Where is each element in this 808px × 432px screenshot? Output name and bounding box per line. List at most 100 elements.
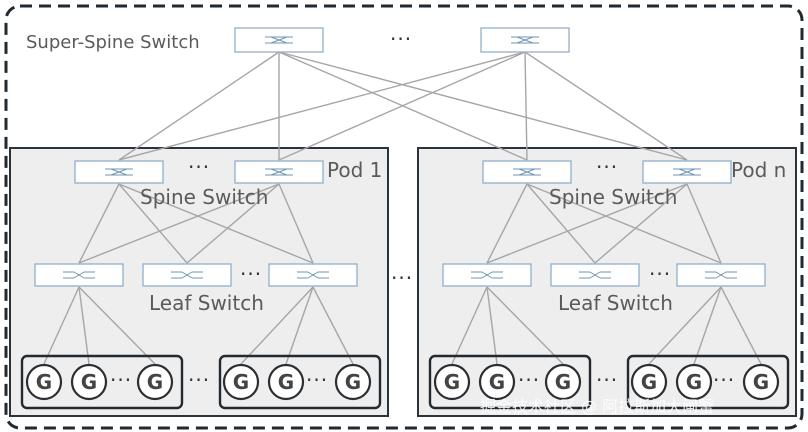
link-line bbox=[278, 183, 314, 264]
spine-switch bbox=[74, 160, 164, 184]
gpu-node: G bbox=[544, 363, 582, 401]
pod-label: Pod n bbox=[731, 158, 786, 182]
network-boundary bbox=[4, 4, 804, 430]
crossed-arrows-icon bbox=[105, 168, 133, 176]
gpu-ellipsis: ··· bbox=[306, 368, 328, 392]
gpu-label: G bbox=[489, 370, 505, 394]
link-line bbox=[486, 286, 564, 365]
leaf-ellipsis: ··· bbox=[649, 262, 671, 286]
gpu-label: G bbox=[36, 370, 52, 394]
gpu-label: G bbox=[233, 370, 249, 394]
gpu-node: G bbox=[267, 363, 305, 401]
link-line bbox=[486, 183, 528, 264]
spine-ellipsis: ··· bbox=[596, 155, 618, 179]
gpu-group-ellipsis: ··· bbox=[188, 368, 210, 392]
leaf-switch bbox=[142, 263, 232, 287]
gpu-ellipsis: ··· bbox=[110, 368, 132, 392]
gpu-node: G bbox=[70, 363, 108, 401]
gpu-group-box bbox=[428, 354, 592, 410]
link-line bbox=[693, 286, 722, 365]
gpu-label: G bbox=[555, 370, 571, 394]
link-line bbox=[186, 183, 280, 264]
pod-label: Pod 1 bbox=[327, 158, 382, 182]
link-line bbox=[118, 183, 314, 264]
network-links bbox=[43, 51, 762, 365]
gpu-label: G bbox=[444, 370, 460, 394]
gpu-node: G bbox=[334, 363, 372, 401]
link-line bbox=[118, 51, 280, 161]
bowtie-switch-icon bbox=[705, 271, 737, 279]
leaf-switch bbox=[676, 263, 766, 287]
link-line bbox=[240, 286, 314, 365]
link-line bbox=[78, 183, 120, 264]
gpu-ellipsis: ··· bbox=[713, 368, 735, 392]
gpu-group-box bbox=[218, 354, 382, 410]
link-line bbox=[78, 183, 280, 264]
super-spine-ellipsis: ··· bbox=[390, 27, 412, 51]
link-line bbox=[118, 51, 526, 161]
pod-n: Pod n Spine Switch ··· Leaf Switch ··· ·… bbox=[518, 155, 786, 392]
spine-switch bbox=[234, 160, 324, 184]
link-line bbox=[285, 286, 314, 365]
super-spine-label: Super-Spine Switch bbox=[26, 32, 200, 53]
link-line bbox=[526, 183, 722, 264]
leaf-switch bbox=[268, 263, 358, 287]
spine-switch-label: Spine Switch bbox=[549, 185, 677, 209]
crossed-arrows-icon bbox=[265, 36, 293, 44]
crossed-arrows-icon bbox=[513, 168, 541, 176]
gpu-node: G bbox=[433, 363, 471, 401]
leaf-switch-label: Leaf Switch bbox=[149, 291, 264, 315]
link-line bbox=[451, 286, 488, 365]
crossed-arrows-icon bbox=[265, 168, 293, 176]
bowtie-switch-icon bbox=[63, 271, 95, 279]
link-line bbox=[486, 183, 688, 264]
gpu-node: G bbox=[478, 363, 516, 401]
gpu-label: G bbox=[147, 370, 163, 394]
bowtie-switch-icon bbox=[471, 271, 503, 279]
link-line bbox=[312, 286, 354, 365]
gpu-node: G bbox=[136, 363, 174, 401]
link-line bbox=[720, 286, 762, 365]
link-line bbox=[43, 286, 80, 365]
link-line bbox=[648, 286, 722, 365]
crossed-arrows-icon bbox=[511, 36, 539, 44]
leaf-switch bbox=[34, 263, 124, 287]
gpu-label: G bbox=[753, 370, 769, 394]
super-spine-switch bbox=[480, 27, 570, 53]
bowtie-switch-icon bbox=[297, 271, 329, 279]
watermark: 掘金技术社区 @ 阿拉斯加大闸蟹 bbox=[480, 397, 714, 416]
link-line bbox=[524, 51, 528, 161]
spine-switch bbox=[482, 160, 572, 184]
gpu-node: G bbox=[25, 363, 63, 401]
leaf-switch bbox=[550, 263, 640, 287]
pod-1: Pod 1 Spine Switch ··· Leaf Switch ··· ·… bbox=[110, 155, 382, 392]
leaf-switch bbox=[442, 263, 532, 287]
gpu-label: G bbox=[81, 370, 97, 394]
bowtie-switch-icon bbox=[171, 271, 203, 279]
crossed-arrows-icon bbox=[673, 168, 701, 176]
link-line bbox=[526, 183, 596, 264]
link-line bbox=[78, 286, 90, 365]
between-pods-ellipsis: ··· bbox=[391, 266, 413, 290]
gpu-ellipsis: ··· bbox=[518, 368, 540, 392]
spine-switch bbox=[642, 160, 732, 184]
leaf-ellipsis: ··· bbox=[240, 262, 262, 286]
link-line bbox=[278, 51, 526, 161]
bowtie-switch-icon bbox=[579, 271, 611, 279]
spine-ellipsis: ··· bbox=[188, 155, 210, 179]
gpu-label: G bbox=[278, 370, 294, 394]
gpu-group-box bbox=[626, 354, 790, 410]
link-line bbox=[78, 286, 156, 365]
spine-switch-label: Spine Switch bbox=[140, 185, 268, 209]
gpu-node: G bbox=[675, 363, 713, 401]
super-spine-switch bbox=[234, 27, 324, 53]
link-line bbox=[594, 183, 688, 264]
gpu-label: G bbox=[345, 370, 361, 394]
gpu-label: G bbox=[686, 370, 702, 394]
gpu-node: G bbox=[742, 363, 780, 401]
link-line bbox=[486, 286, 498, 365]
gpu-node: G bbox=[222, 363, 260, 401]
gpu-node: G bbox=[630, 363, 668, 401]
